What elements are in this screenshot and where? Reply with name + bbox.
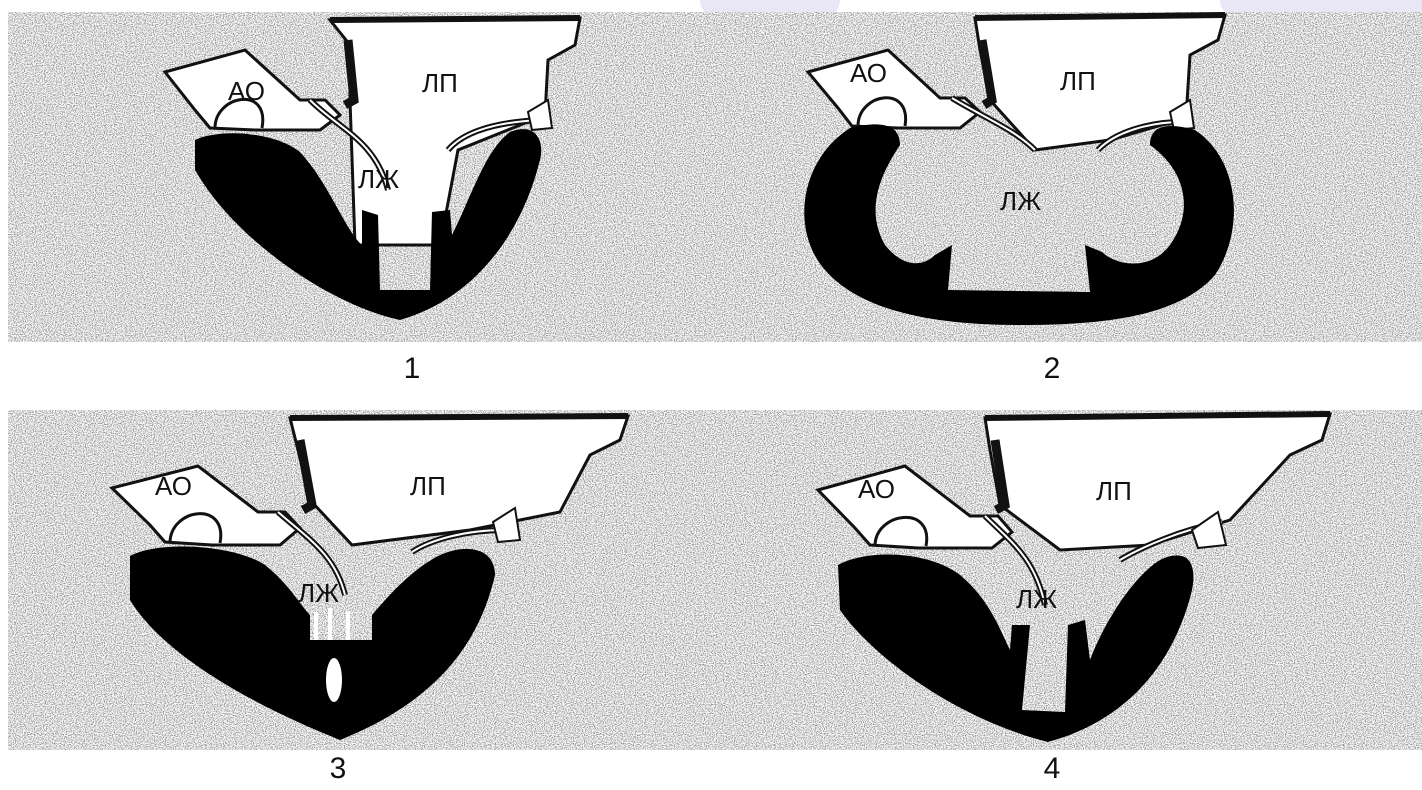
panel-4-label-left-ventricle: ЛЖ	[1016, 584, 1057, 614]
panel-1-label-aorta: АО	[228, 76, 265, 106]
panel-3-label-left-ventricle: ЛЖ	[298, 578, 339, 608]
panel-2-label-left-atrium: ЛП	[1060, 66, 1096, 96]
panel-2-label-aorta: АО	[850, 58, 887, 88]
panel-2-number: 2	[1032, 352, 1072, 386]
panel-4-number: 4	[1032, 752, 1072, 786]
panel-3-label-left-atrium: ЛП	[410, 471, 446, 501]
panel-4-label-left-atrium: ЛП	[1096, 476, 1132, 506]
panel-1-label-left-ventricle: ЛЖ	[358, 164, 399, 194]
panel-3-label-aorta: АО	[155, 471, 192, 501]
panel-1-number: 1	[392, 352, 432, 386]
panel-1-label-left-atrium: ЛП	[422, 68, 458, 98]
panel-3-number: 3	[318, 752, 358, 786]
panel-4-label-aorta: АО	[858, 474, 895, 504]
panel-2-label-left-ventricle: ЛЖ	[1000, 186, 1041, 216]
